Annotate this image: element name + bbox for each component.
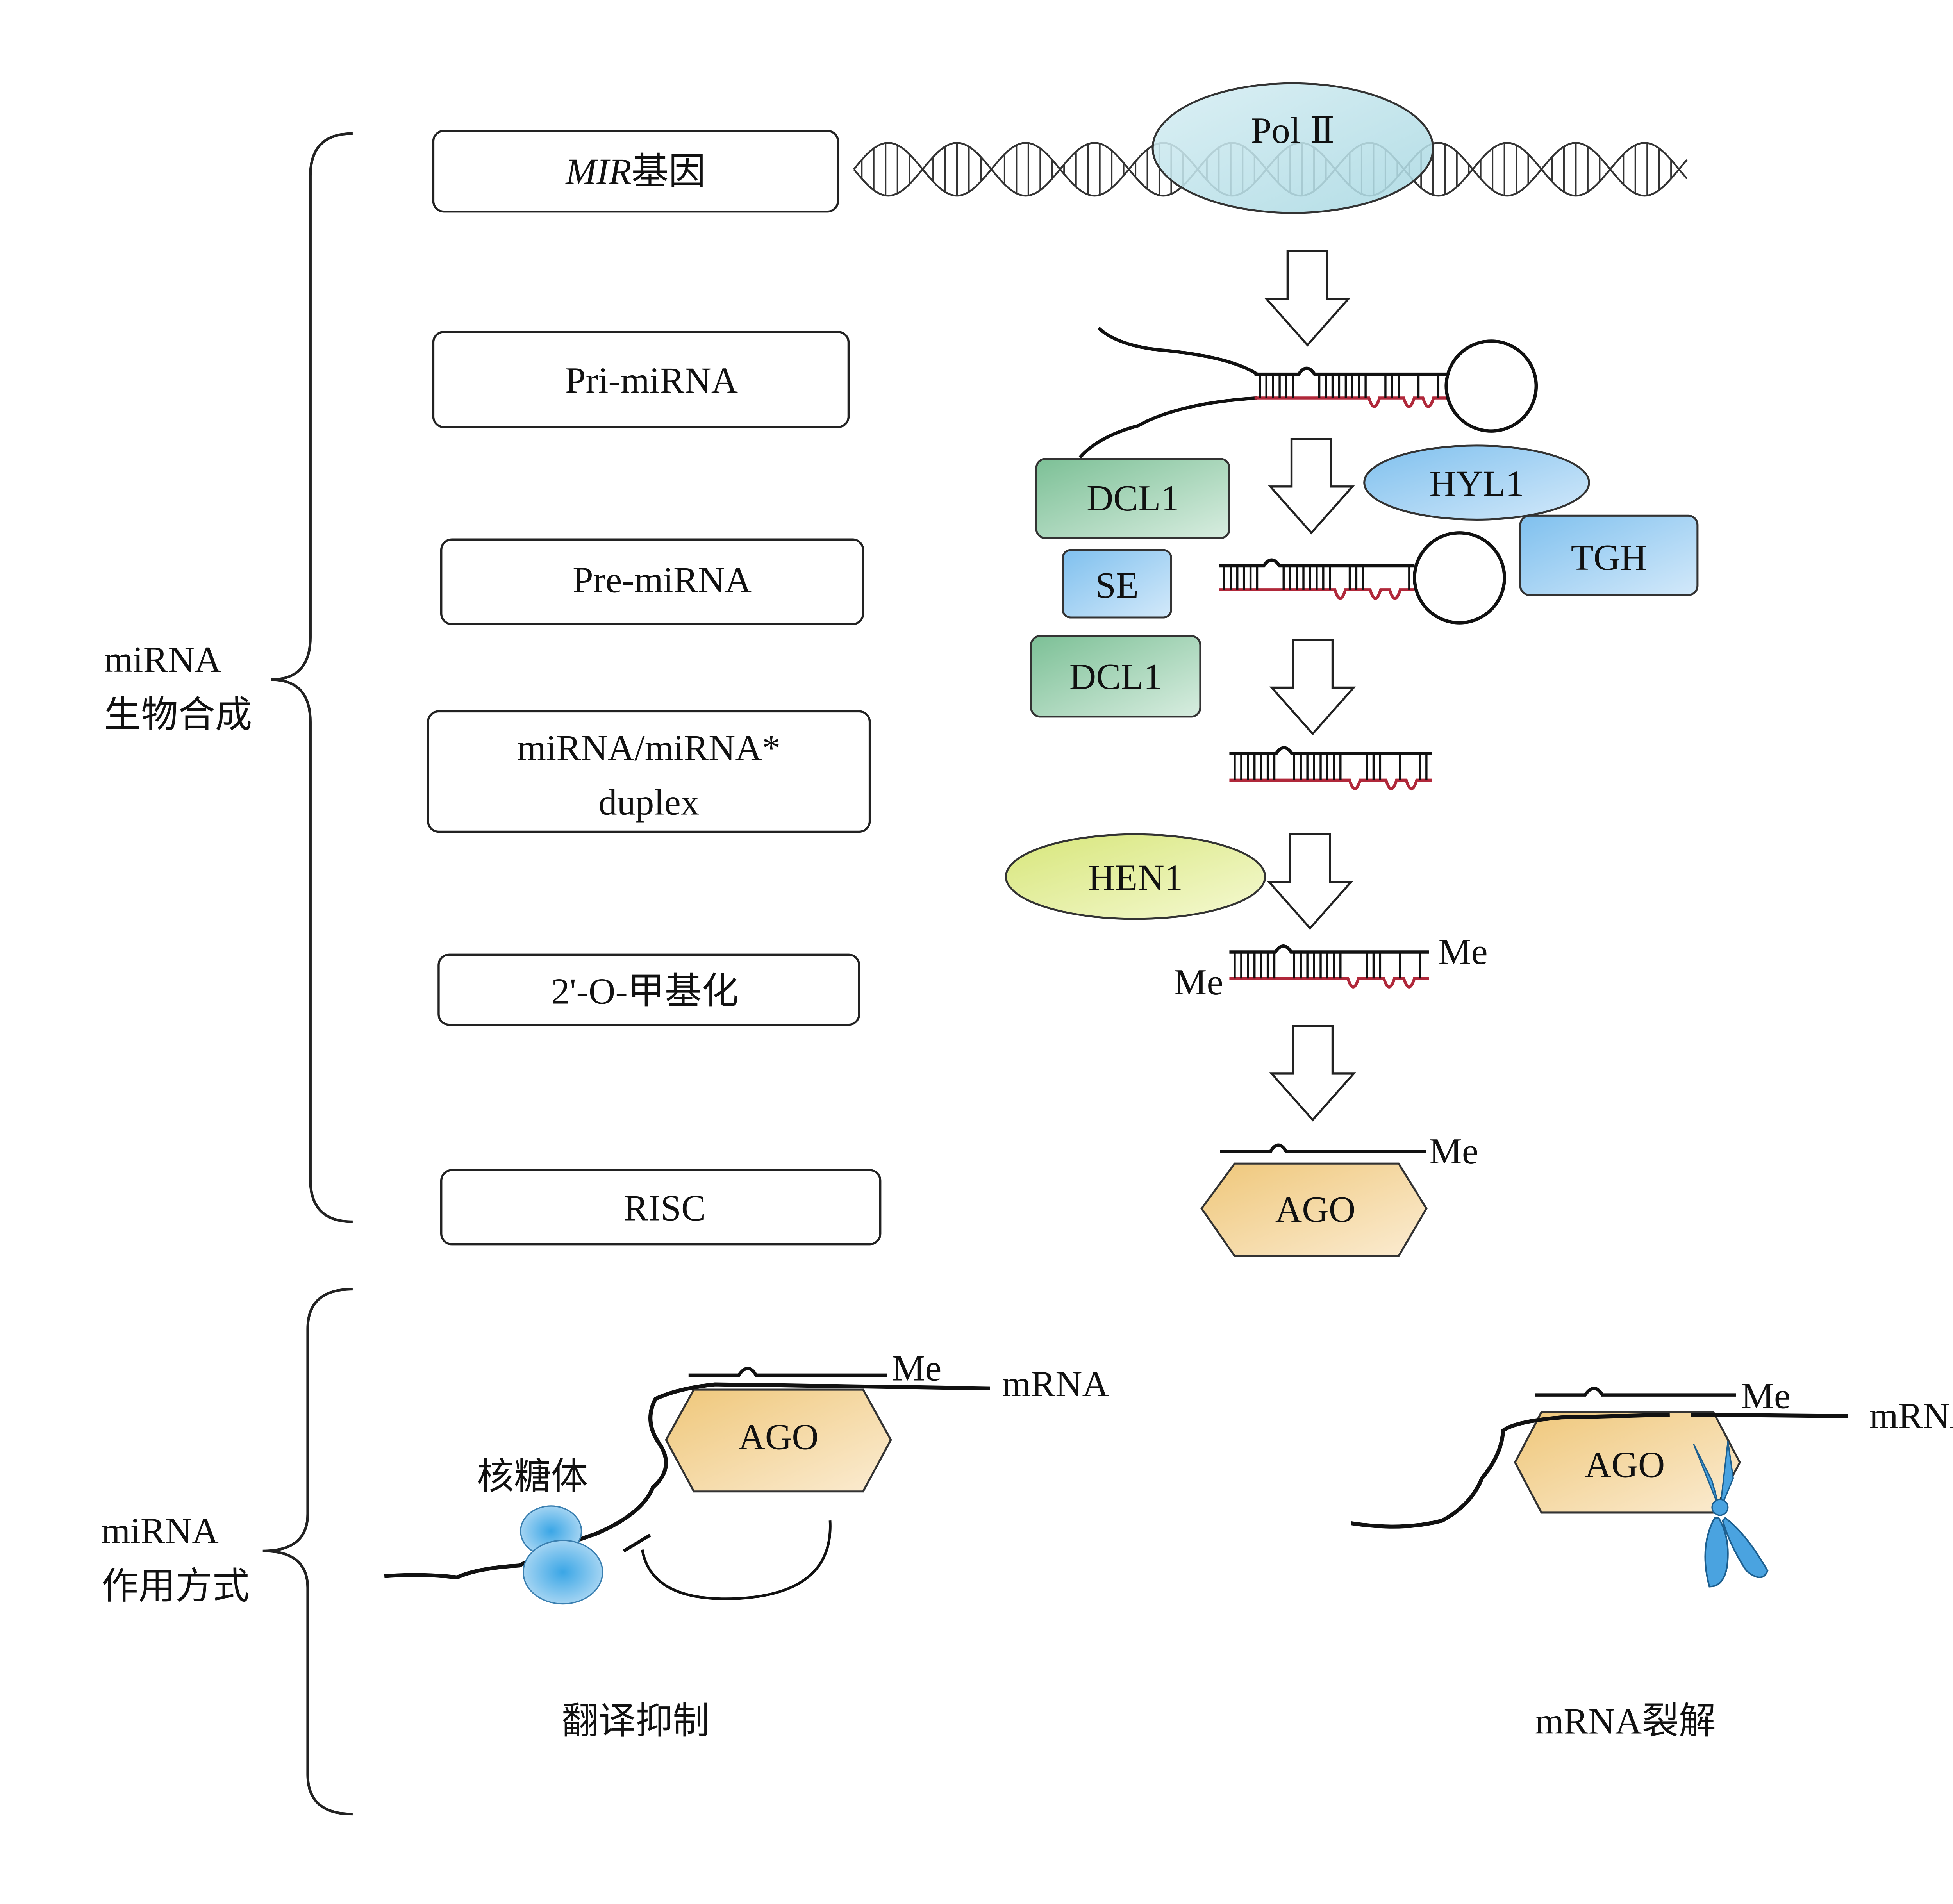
methyl-label: Me [1741,1375,1791,1416]
step-duplex: miRNA/miRNA* duplex [427,710,871,833]
hyl1-label: HYL1 [1429,463,1524,504]
process-arrow [1264,250,1351,347]
mirna-duplex [1229,746,1432,790]
scissors-icon [1693,1441,1769,1588]
mir-gene-rest: 基因 [632,151,706,192]
dcl1-protein: DCL1 [1035,458,1230,539]
methylation-label: 2'-O-甲基化 [551,971,739,1012]
mrna-cleavage-panel [1351,1387,1848,1588]
ago-label: AGO [1585,1444,1665,1485]
step-methylation: 2'-O-甲基化 [437,953,860,1026]
methylated-duplex [1229,944,1429,989]
process-arrow [1266,833,1353,930]
methyl-label: Me [1429,1131,1478,1172]
ribosome-large-subunit [522,1540,603,1605]
biogenesis-label-line1: miRNA [104,639,221,680]
risc-complex [1200,1143,1428,1257]
ribosome-label: 核糖体 [477,1456,588,1497]
step-pri-mirna: Pri-miRNA [432,331,850,428]
duplex-label-line2: duplex [598,782,699,823]
se-label: SE [1095,565,1139,606]
translation-repression-panel [384,1367,990,1605]
mrna-label: mRNA [1002,1363,1109,1404]
process-arrow [1268,438,1355,535]
step-pre-mirna: Pre-miRNA [440,538,864,625]
pre-mirna-hairpin [1219,531,1506,625]
pri-mirna-label: Pri-miRNA [565,360,738,401]
methyl-label: Me [1438,931,1487,972]
dcl1-protein: DCL1 [1030,635,1201,718]
step-risc: RISC [440,1169,882,1246]
pri-mirna-hairpin [1078,327,1538,459]
tgh-protein: TGH [1519,514,1699,596]
hyl1-protein: HYL1 [1363,444,1590,521]
dcl1-label: DCL1 [1069,656,1162,697]
action-bracket [262,1288,353,1816]
hen1-protein: HEN1 [1005,833,1266,920]
tgh-label: TGH [1571,537,1647,578]
pol-ii-label: Pol Ⅱ [1251,110,1335,151]
action-label-line2: 作用方式 [102,1566,250,1607]
step-mir-gene: MIR基因 [432,130,839,213]
mrna-label: mRNA [1869,1395,1953,1436]
mir-gene-italic: MIR [565,151,631,192]
duplex-label-line1: miRNA/miRNA* [517,728,780,769]
ago-label: AGO [1275,1189,1355,1230]
hen1-label: HEN1 [1088,857,1183,898]
dcl1-label: DCL1 [1087,478,1179,519]
action-label-line1: miRNA [102,1510,219,1551]
mrna-cleavage-label: mRNA裂解 [1535,1701,1716,1742]
methyl-label: Me [892,1347,941,1388]
inhibition-bar [623,1533,651,1552]
process-arrow [1269,1025,1356,1122]
methyl-label: Me [1174,962,1223,1003]
pol-ii-ellipse [1151,82,1434,214]
svg-text:MIR基因: MIR基因 [565,151,705,192]
pre-mirna-label: Pre-miRNA [573,560,752,601]
inhibition-arc [641,1520,832,1601]
ago-label: AGO [738,1416,818,1457]
biogenesis-bracket [270,132,353,1223]
translation-repression-label: 翻译抑制 [562,1701,710,1742]
risc-label: RISC [623,1188,706,1229]
se-protein: SE [1062,549,1173,619]
biogenesis-label-line2: 生物合成 [104,694,252,735]
process-arrow [1269,639,1356,735]
